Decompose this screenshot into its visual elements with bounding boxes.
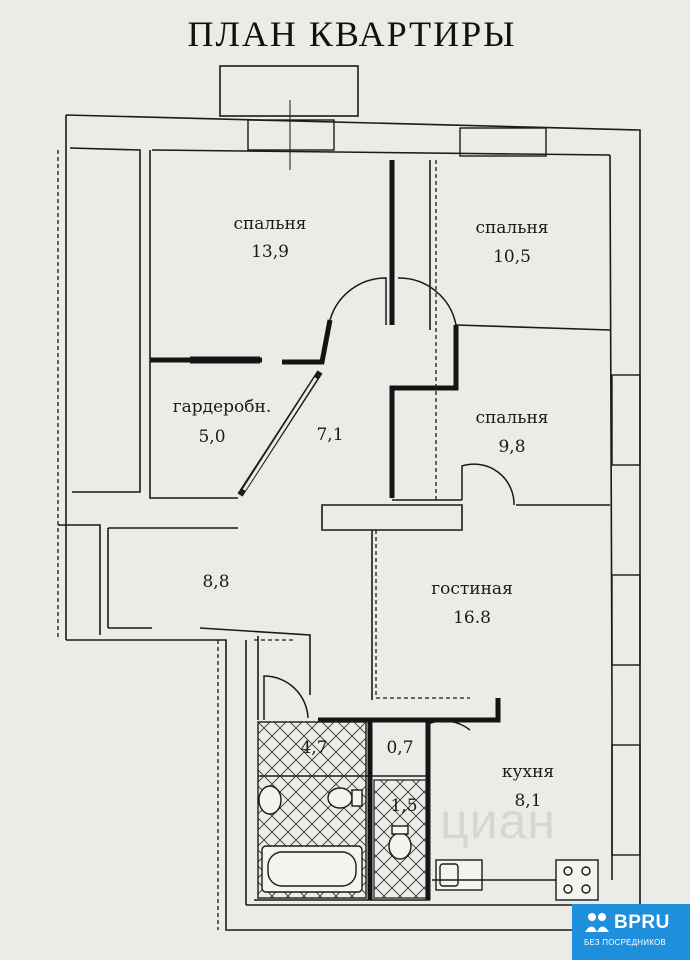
badge-subtitle: БЕЗ ПОСРЕДНИКОВ bbox=[584, 938, 666, 947]
room-area: 9,8 bbox=[498, 437, 525, 457]
room-area: 1,5 bbox=[390, 796, 417, 816]
room-area: 4,7 bbox=[300, 738, 327, 758]
room-name: гардеробн. bbox=[173, 397, 272, 417]
balcony bbox=[219, 65, 359, 170]
dashed-partitions bbox=[57, 150, 470, 930]
room-name: кухня bbox=[502, 762, 554, 782]
room-name: спальня bbox=[475, 218, 548, 238]
plan-title: ПЛАН КВАРТИРЫ bbox=[187, 14, 516, 54]
room-area: 8,8 bbox=[202, 572, 229, 592]
room-name: спальня bbox=[233, 214, 306, 234]
room-area: 0,7 bbox=[386, 738, 413, 758]
stove bbox=[555, 859, 599, 901]
room-labels: спальня 13,9 спальня 10,5 спальня 9,8 га… bbox=[173, 214, 554, 816]
room-name: гостиная bbox=[431, 579, 513, 599]
toilet-bath bbox=[327, 787, 353, 809]
bpru-badge[interactable]: BPRU БЕЗ ПОСРЕДНИКОВ bbox=[572, 904, 690, 960]
people-logo-icon bbox=[585, 913, 609, 932]
room-area: 16.8 bbox=[453, 608, 491, 628]
windows bbox=[247, 119, 641, 856]
toilet-wc bbox=[388, 832, 412, 860]
room-area: 10,5 bbox=[493, 247, 531, 267]
room-name: спальня bbox=[475, 408, 548, 428]
watermark: циан bbox=[440, 793, 556, 849]
badge-brand: BPRU bbox=[614, 912, 670, 933]
interior-walls bbox=[150, 160, 501, 900]
room-area: 13,9 bbox=[251, 242, 289, 262]
sink bbox=[258, 785, 282, 815]
room-area: 5,0 bbox=[198, 427, 225, 447]
fixtures bbox=[258, 785, 599, 901]
room-area: 7,1 bbox=[316, 425, 343, 445]
thin-walls bbox=[108, 150, 611, 901]
room-area: 8,1 bbox=[514, 791, 541, 811]
doors bbox=[190, 277, 515, 766]
